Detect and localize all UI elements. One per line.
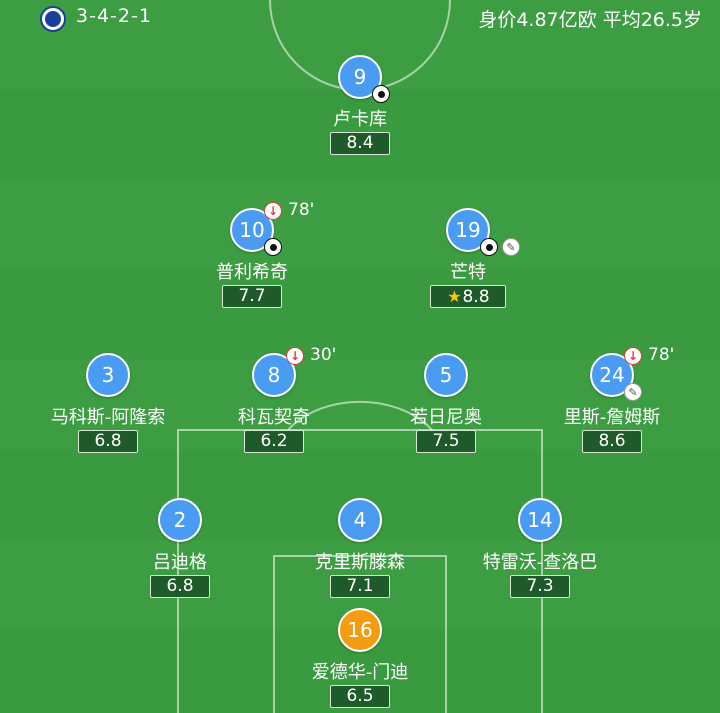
player-name: 芒特 — [450, 262, 486, 283]
player-card-mount[interactable]: 19 ✎ 芒特 ★8.8 — [378, 208, 558, 318]
substitution-off-icon: ↓ — [624, 347, 642, 365]
player-number-disc: 4 — [338, 498, 382, 542]
player-card-pulisic[interactable]: 10 ↓ 78' 普利希奇 7.7 — [162, 200, 342, 318]
boot-icon: ✎ — [502, 238, 520, 256]
player-number-disc: 19 — [446, 208, 490, 252]
substitution-off-icon: ↓ — [286, 347, 304, 365]
player-name: 特雷沃-查洛巴 — [482, 552, 598, 573]
football-icon — [480, 238, 498, 256]
club-crest-icon[interactable] — [40, 6, 66, 32]
player-number-disc: 14 — [518, 498, 562, 542]
player-rating: 7.3 — [510, 575, 570, 598]
player-rating: 7.5 — [416, 430, 476, 453]
boot-icon: ✎ — [624, 383, 642, 401]
player-name: 马科斯-阿隆索 — [50, 407, 166, 428]
player-number-disc: 2 — [158, 498, 202, 542]
player-card-mendy[interactable]: 16 爱德华-门迪 6.5 — [270, 608, 450, 713]
player-name: 科瓦契奇 — [238, 407, 310, 428]
player-name: 吕迪格 — [153, 552, 207, 573]
player-card-chalobah[interactable]: 14 特雷沃-查洛巴 7.3 — [450, 498, 630, 608]
player-card-alonso[interactable]: 3 马科斯-阿隆索 6.8 — [18, 353, 198, 463]
player-number-disc: 8 — [252, 353, 296, 397]
football-icon — [372, 85, 390, 103]
player-number-disc: 5 — [424, 353, 468, 397]
player-number-disc: 3 — [86, 353, 130, 397]
player-card-jorginho[interactable]: 5 若日尼奥 7.5 — [356, 353, 536, 463]
star-icon: ★ — [447, 287, 462, 306]
header: 3-4-2-1 身价4.87亿欧 平均26.5岁 — [0, 0, 720, 36]
substitution-time: 30' — [310, 345, 337, 365]
player-rating: 8.6 — [582, 430, 642, 453]
player-number-disc: 16 — [338, 608, 382, 652]
player-rating: 6.5 — [330, 685, 390, 708]
football-icon — [264, 238, 282, 256]
player-name: 里斯-詹姆斯 — [563, 407, 661, 428]
player-card-lukaku[interactable]: 9 卢卡库 8.4 — [270, 55, 450, 165]
player-card-christensen[interactable]: 4 克里斯滕森 7.1 — [270, 498, 450, 608]
player-rating: 6.2 — [244, 430, 304, 453]
formation-label: 3-4-2-1 — [76, 5, 152, 27]
player-rating: 6.8 — [78, 430, 138, 453]
player-rating: 7.7 — [222, 285, 282, 308]
player-rating: 6.8 — [150, 575, 210, 598]
player-rating: 8.4 — [330, 132, 390, 155]
player-name: 卢卡库 — [333, 109, 387, 130]
substitution-off-icon: ↓ — [264, 202, 282, 220]
player-card-kovacic[interactable]: 8 ↓ 30' 科瓦契奇 6.2 — [184, 345, 364, 463]
player-rating: ★8.8 — [430, 285, 506, 308]
squad-value-summary: 身价4.87亿欧 平均26.5岁 — [478, 9, 702, 31]
player-rating: 7.1 — [330, 575, 390, 598]
player-name: 克里斯滕森 — [315, 552, 405, 573]
player-name: 普利希奇 — [216, 262, 288, 283]
player-card-james[interactable]: 24 ↓ 78' ✎ 里斯-詹姆斯 8.6 — [522, 345, 702, 463]
player-name: 爱德华-门迪 — [311, 662, 409, 683]
substitution-time: 78' — [648, 345, 675, 365]
player-card-rudiger[interactable]: 2 吕迪格 6.8 — [90, 498, 270, 608]
substitution-time: 78' — [288, 200, 315, 220]
player-name: 若日尼奥 — [410, 407, 482, 428]
